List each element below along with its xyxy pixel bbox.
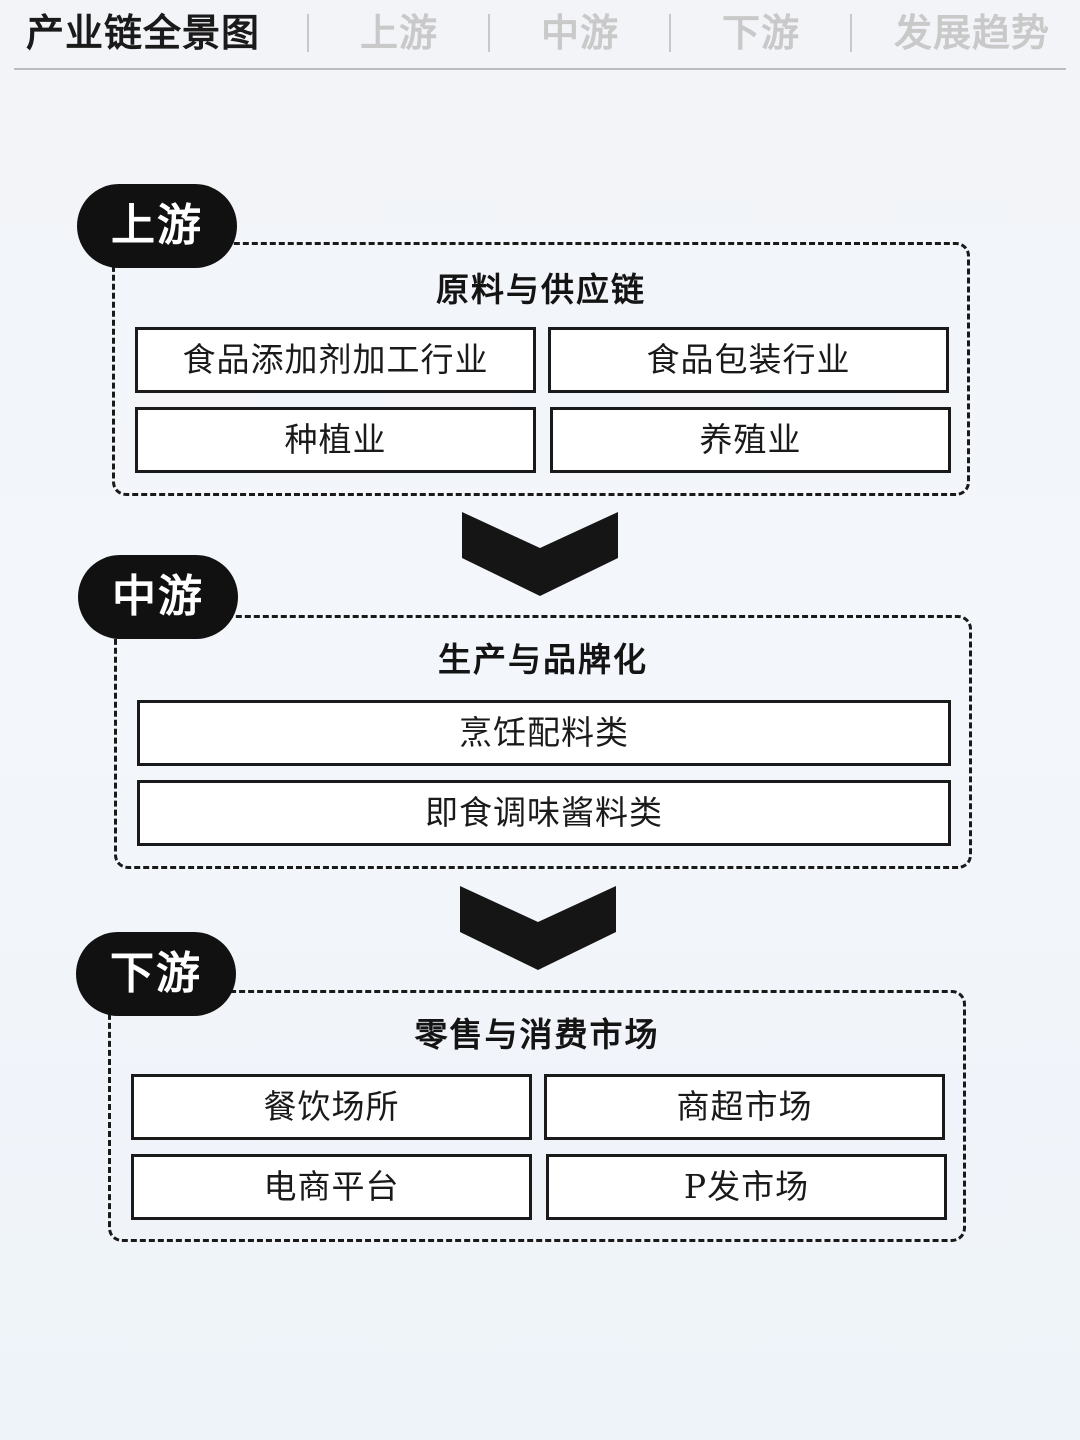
stage-pill-midstream: 中游 <box>78 555 238 639</box>
stage-pill-downstream: 下游 <box>76 932 236 1016</box>
item-breeding: 养殖业 <box>550 407 951 473</box>
chevron-down-icon <box>460 886 616 970</box>
nav-tab-upstream[interactable]: 上游 <box>360 10 439 55</box>
item-ready-sauces: 即食调味酱料类 <box>137 780 951 846</box>
nav-separator <box>669 14 671 52</box>
section-midstream: 生产与品牌化 烹饪配料类 即食调味酱料类 <box>114 615 972 869</box>
item-ecommerce: 电商平台 <box>131 1154 532 1220</box>
section-title-upstream: 原料与供应链 <box>436 270 646 309</box>
section-downstream: 零售与消费市场 餐饮场所 商超市场 电商平台 P发市场 <box>108 990 966 1242</box>
item-wholesale-market: P发市场 <box>546 1154 947 1220</box>
nav-separator <box>850 14 852 52</box>
nav-tab-midstream[interactable]: 中游 <box>541 10 620 55</box>
item-supermarket: 商超市场 <box>544 1074 945 1140</box>
section-title-downstream: 零售与消费市场 <box>414 1015 660 1054</box>
item-food-packaging: 食品包装行业 <box>548 327 949 393</box>
item-catering: 餐饮场所 <box>131 1074 532 1140</box>
item-planting: 种植业 <box>135 407 536 473</box>
section-upstream: 原料与供应链 食品添加剂加工行业 食品包装行业 种植业 养殖业 <box>112 242 970 496</box>
item-cooking-ingredients: 烹饪配料类 <box>137 700 951 766</box>
stage-pill-upstream: 上游 <box>77 184 237 268</box>
section-title-midstream: 生产与品牌化 <box>438 640 648 679</box>
nav-separator <box>488 14 490 52</box>
nav-tab-downstream[interactable]: 下游 <box>722 10 801 55</box>
nav-tab-overview[interactable]: 产业链全景图 <box>26 10 261 55</box>
top-nav: 产业链全景图 上游 中游 下游 发展趋势 <box>14 0 1066 70</box>
chevron-down-icon <box>462 512 618 596</box>
nav-tab-trends[interactable]: 发展趋势 <box>894 10 1051 55</box>
item-food-additives: 食品添加剂加工行业 <box>135 327 536 393</box>
nav-separator <box>307 14 309 52</box>
